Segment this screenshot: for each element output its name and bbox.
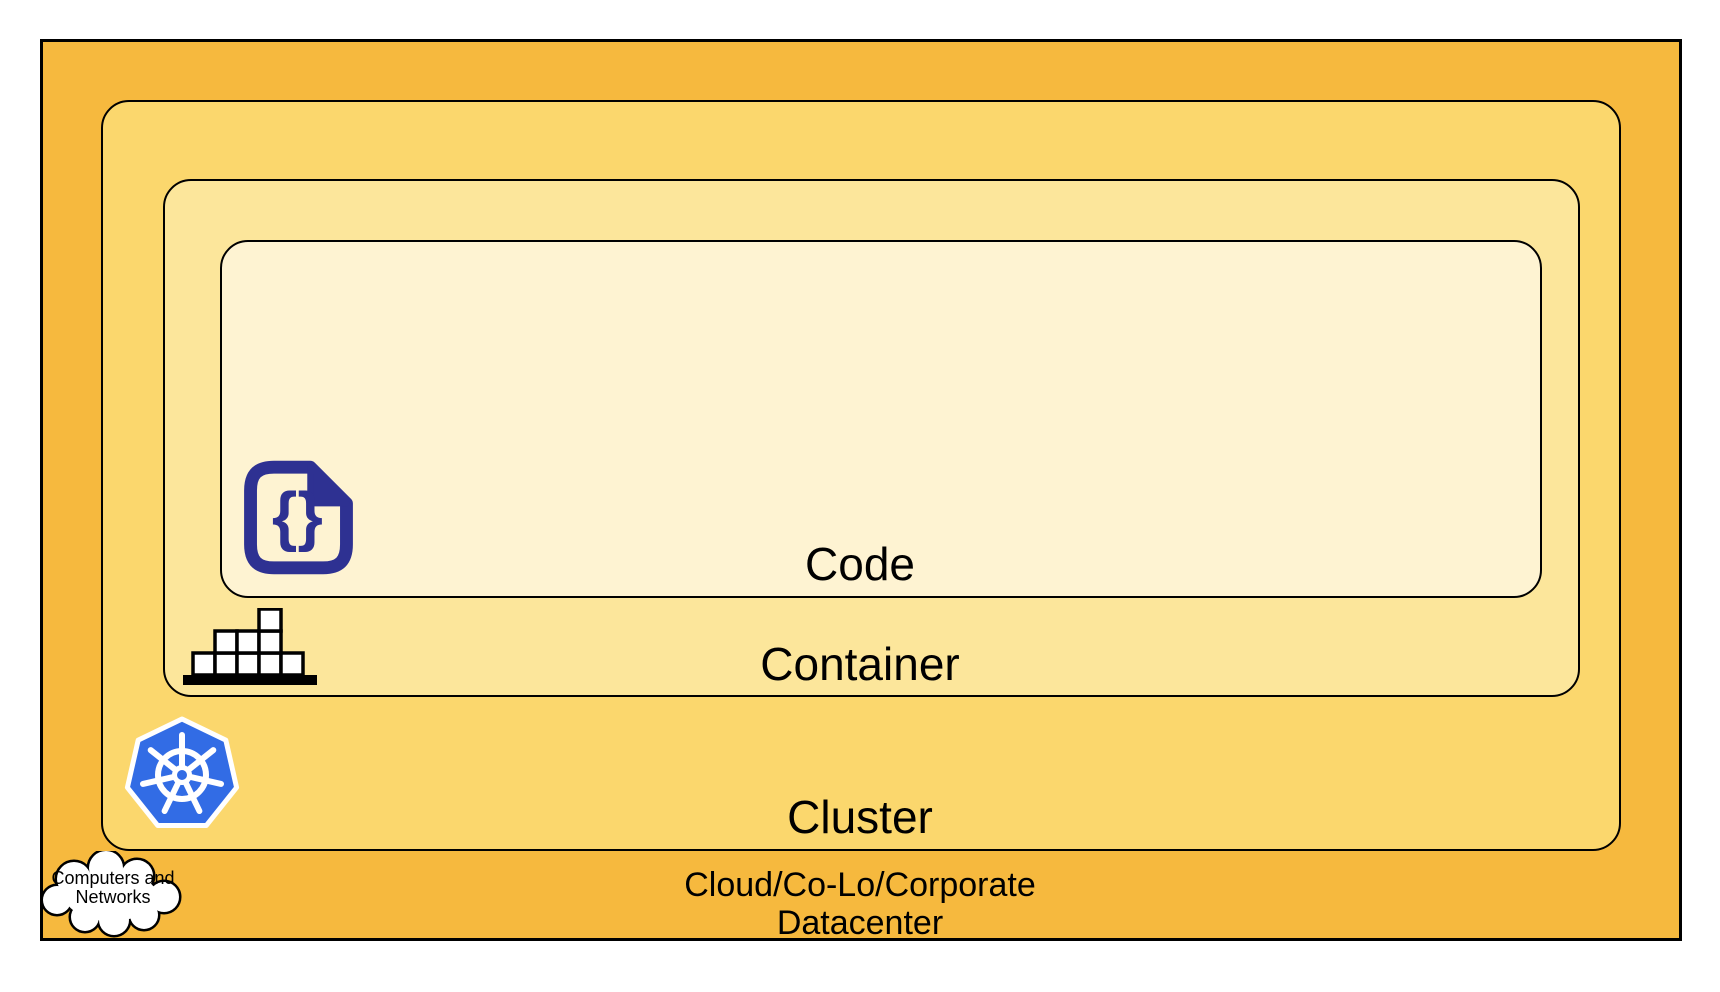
container-label: Container bbox=[760, 638, 960, 690]
datacenter-label-line2: Datacenter bbox=[776, 904, 944, 942]
datacenter-label: Cloud/Co-Lo/Corporate Datacenter bbox=[0, 866, 1720, 942]
cloud-svg bbox=[40, 851, 182, 938]
kubernetes-helm-icon bbox=[119, 712, 245, 838]
code-braces-glyph: {} bbox=[272, 480, 323, 553]
datacenter-label-line1: Cloud/Co-Lo/Corporate bbox=[684, 866, 1036, 904]
layer-code-box bbox=[220, 240, 1542, 598]
cloud-icon bbox=[40, 851, 186, 939]
cloud-label-line2: Networks bbox=[75, 887, 151, 907]
cloud-label-line1: Computers and bbox=[51, 868, 175, 888]
code-label: Code bbox=[805, 538, 915, 590]
code-file-icon: {} bbox=[240, 458, 357, 577]
stacked-containers-svg bbox=[183, 608, 317, 685]
stacked-containers-icon bbox=[183, 608, 317, 685]
cloud-label: Computers and Networks bbox=[40, 869, 186, 907]
cluster-label: Cluster bbox=[787, 791, 933, 843]
code-file-icon-svg: {} bbox=[244, 460, 353, 575]
kubernetes-helm-svg bbox=[124, 716, 240, 828]
